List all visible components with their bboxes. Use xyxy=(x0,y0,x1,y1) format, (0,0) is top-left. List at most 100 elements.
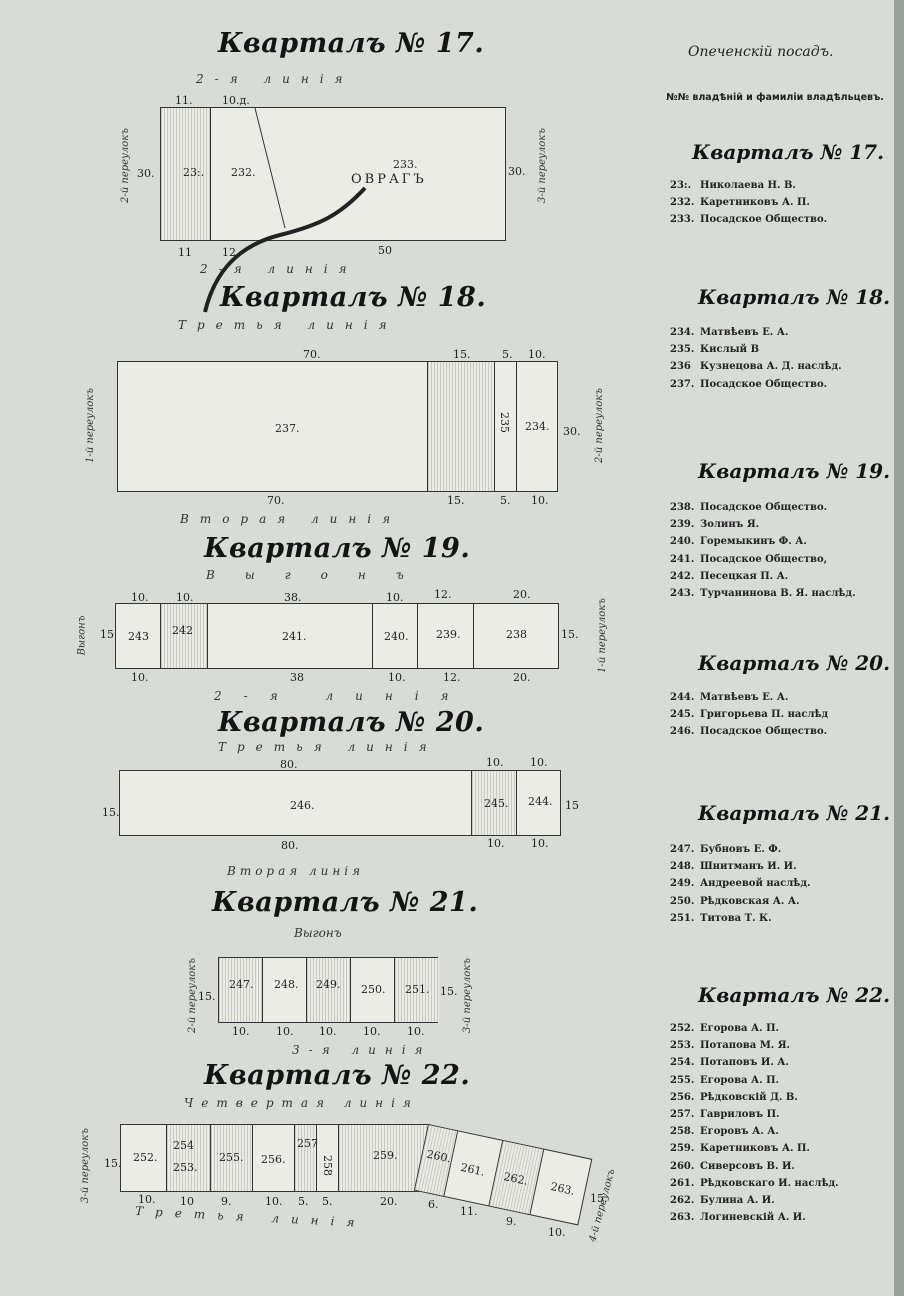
block-18-plot: 237. 235 234. xyxy=(117,361,558,492)
dim: 5. xyxy=(500,494,511,507)
dim: 10 xyxy=(180,1195,194,1208)
dim: 11. xyxy=(460,1205,478,1218)
dim: 10. xyxy=(232,1025,250,1038)
dim: 12. xyxy=(443,671,461,684)
lot xyxy=(211,1125,253,1191)
legend-head-21: Кварталъ № 21. xyxy=(698,801,891,825)
dim: 5. xyxy=(322,1195,333,1208)
lot-number: 256. xyxy=(261,1153,286,1166)
lot xyxy=(373,604,418,668)
list-item: 244.Матвѣевъ Е. А. xyxy=(670,692,789,703)
dim: 10. xyxy=(530,756,548,769)
lot xyxy=(395,958,439,1022)
dim: 20. xyxy=(380,1195,398,1208)
block-22-top-street: Четвертая линія xyxy=(184,1096,419,1110)
lot-number: 235 xyxy=(498,412,511,433)
block-20-top-street: Третья линія xyxy=(218,740,438,754)
legend-list-17: 23:.Николаева Н. В. 232.Каретниковъ А. П… xyxy=(670,177,827,229)
dim: 30. xyxy=(563,425,581,438)
list-item: 261.Рѣдковскаго И. наслѣд. xyxy=(670,1177,839,1189)
list-item: 251.Титова Т. К. xyxy=(670,912,772,924)
lot-number: 237. xyxy=(275,422,300,435)
list-item: 253.Потапова М. Я. xyxy=(670,1040,791,1052)
dim: 15. xyxy=(561,628,579,641)
list-item: 262.Булина А. И. xyxy=(670,1195,775,1207)
list-item: 255.Егорова А. П. xyxy=(670,1074,780,1086)
dim: 10. xyxy=(388,671,406,684)
list-item: 248.Шнитманъ И. И. xyxy=(670,861,797,873)
list-item: 235.Кислый В xyxy=(670,344,760,356)
dim: 10. xyxy=(531,494,549,507)
lot-number: 251. xyxy=(405,983,430,996)
block-17-plot: 23:. 232. 233. ОВРАГЪ xyxy=(160,107,506,241)
lot-number: 241. xyxy=(282,630,307,643)
lot-number: 245. xyxy=(484,797,509,810)
dim: 10.д. xyxy=(222,94,250,107)
block-19-right-lane: 1-й переулокъ xyxy=(596,598,608,673)
dim: 15. xyxy=(104,1157,122,1170)
legend-head-19: Кварталъ № 19. xyxy=(698,459,891,483)
dim: 30. xyxy=(508,165,526,178)
lot-number: 244. xyxy=(528,795,553,808)
page-edge xyxy=(894,0,904,1296)
dim: 15. xyxy=(453,348,471,361)
legend-list-22: 252.Егорова А. П. 253.Потапова М. Я. 254… xyxy=(670,1020,839,1226)
block-17-title: Кварталъ № 17. xyxy=(218,28,485,59)
lot xyxy=(219,958,263,1022)
dim: 12. xyxy=(222,246,240,259)
lot xyxy=(307,958,351,1022)
dim: 10. xyxy=(407,1025,425,1038)
block-17-bottom-street: 2-я линія xyxy=(200,262,358,276)
dim: 15 xyxy=(565,799,579,812)
lot xyxy=(120,771,472,835)
list-item: 239.Золинъ Я. xyxy=(670,519,760,531)
lot-number: 238 xyxy=(506,628,527,641)
block-21-bottom-street: 3-я линія xyxy=(292,1043,432,1057)
lot-number: 255. xyxy=(219,1151,244,1164)
list-item: 259.Каретниковъ А. П. xyxy=(670,1143,810,1155)
list-item: 258.Егоровъ А. А. xyxy=(670,1126,779,1138)
lot-number: 258 xyxy=(321,1155,334,1176)
lot-number: 242 xyxy=(172,624,193,637)
list-item: 245.Григорьева П. наслѣд xyxy=(670,709,829,721)
dim: 38. xyxy=(284,591,302,604)
lot-number: 232. xyxy=(231,166,256,179)
lot xyxy=(295,1125,317,1191)
lot xyxy=(116,604,161,668)
block-18-bottom-street: Вторая линія xyxy=(180,512,402,526)
list-item: 257.Гавриловъ П. xyxy=(670,1109,780,1121)
block-21-plot: 247. 248. 249. 250. 251. xyxy=(218,957,439,1023)
lot-number: 243 xyxy=(128,630,149,643)
dim: 30. xyxy=(137,167,155,180)
legend-head-18: Кварталъ № 18. xyxy=(698,285,891,309)
list-item: 232.Каретниковъ А. П. xyxy=(670,197,810,209)
list-item: 23:.Николаева Н. В. xyxy=(670,180,796,191)
ravine-label: ОВРАГЪ xyxy=(351,172,427,187)
dim: 10. xyxy=(548,1226,566,1239)
dim: 15. xyxy=(102,806,120,819)
dim: 9. xyxy=(506,1215,517,1228)
district-title: Опеченскій посадъ. xyxy=(688,44,834,60)
block-18-right-lane: 2-й переулокъ xyxy=(593,388,605,463)
lot-number: 239. xyxy=(436,628,461,641)
lot-number: 253. xyxy=(173,1161,198,1174)
lot-number: 259. xyxy=(373,1149,398,1162)
block-20-plot: 246. 245. 244. xyxy=(119,770,561,836)
block-19-plot: 243 242 241. 240. 239. 238 xyxy=(115,603,559,669)
list-item: 243.Турчанинова В. Я. наслѣд. xyxy=(670,588,856,600)
legend-list-21: 247.Бубновъ Е. Ф. 248.Шнитманъ И. И. 249… xyxy=(670,841,810,927)
lot-number: 240. xyxy=(384,630,409,643)
dim: 80. xyxy=(281,839,299,852)
dim: 15. xyxy=(100,628,118,641)
dim: 6. xyxy=(428,1198,439,1211)
lot-number: 247. xyxy=(229,978,254,991)
dim: 10. xyxy=(131,671,149,684)
block-21-top-street: Выгонъ xyxy=(294,926,342,940)
list-item: 241.Посадское Общество, xyxy=(670,553,828,565)
list-item: 256.Рѣдковскій Д. В. xyxy=(670,1091,798,1103)
block-21-right-lane: 3-й переулокъ xyxy=(461,958,473,1033)
legend-list-20: 244.Матвѣевъ Е. А. 245.Григорьева П. нас… xyxy=(670,689,828,741)
